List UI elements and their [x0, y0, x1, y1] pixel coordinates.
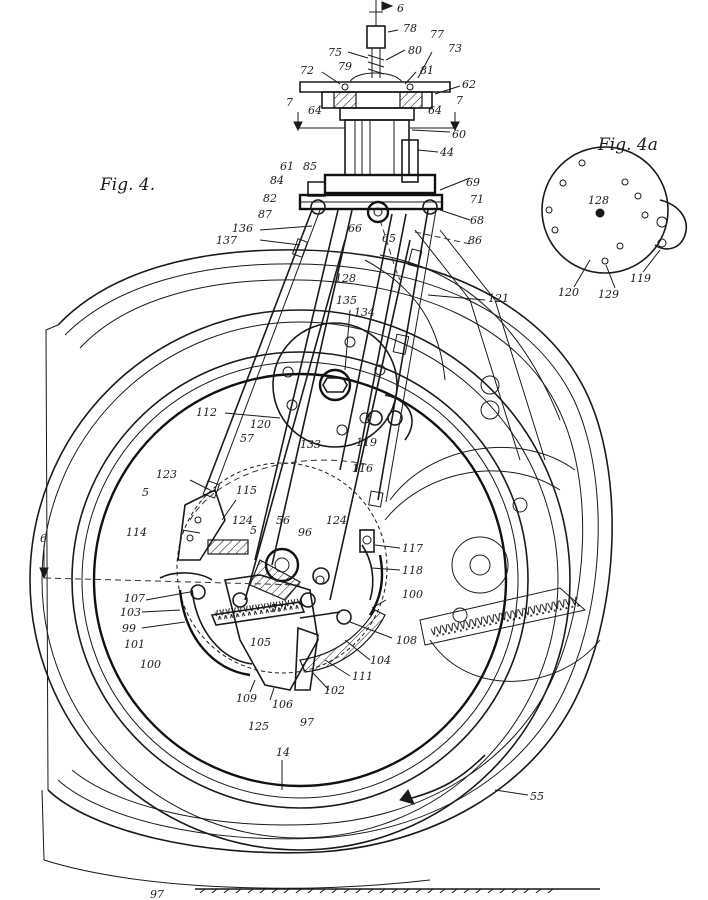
label-64-right: 64	[428, 104, 442, 117]
label-71: 71	[470, 193, 484, 206]
label-72: 72	[300, 64, 314, 77]
label-5-left: 5	[142, 486, 149, 499]
label-129: 129	[598, 288, 619, 301]
label-57: 57	[240, 432, 254, 445]
label-5-mid: 5	[250, 524, 257, 537]
label-125: 125	[248, 720, 269, 733]
label-62: 62	[462, 78, 476, 91]
label-75: 75	[328, 46, 342, 59]
label-101: 101	[124, 638, 145, 651]
label-100-left: 100	[140, 658, 161, 671]
label-106: 106	[272, 698, 293, 711]
label-6-left: 6	[40, 532, 47, 545]
wheel-rim	[30, 310, 570, 850]
label-121: 121	[488, 292, 509, 305]
label-133: 133	[300, 438, 321, 451]
label-115: 115	[236, 484, 257, 497]
section-line-6	[40, 0, 392, 585]
label-111: 111	[352, 670, 373, 683]
label-66: 66	[348, 222, 362, 235]
label-87: 87	[258, 208, 272, 221]
label-97: 97	[300, 716, 314, 729]
label-108: 108	[396, 634, 417, 647]
label-7-right: 7	[456, 94, 463, 107]
label-77: 77	[430, 28, 444, 41]
label-65: 65	[382, 232, 396, 245]
label-117: 117	[402, 542, 423, 555]
detail-disc	[542, 147, 686, 273]
label-78: 78	[403, 22, 417, 35]
label-68: 68	[470, 214, 484, 227]
label-60: 60	[452, 128, 466, 141]
label-7-left: 7	[286, 96, 293, 109]
label-99: 99	[122, 622, 136, 635]
label-137: 137	[216, 234, 237, 247]
label-134: 134	[354, 306, 375, 319]
label-86: 86	[468, 234, 482, 247]
label-128-main: 128	[335, 272, 356, 285]
label-64-left: 64	[308, 104, 322, 117]
label-109: 109	[236, 692, 257, 705]
tire	[42, 250, 612, 888]
label-119-main: 119	[356, 436, 377, 449]
label-124-right: 124	[326, 514, 347, 527]
label-79: 79	[338, 60, 352, 73]
label-73: 73	[448, 42, 462, 55]
ground-line	[195, 889, 600, 893]
label-118: 118	[402, 564, 423, 577]
fig-4-title: Fig. 4.	[99, 175, 155, 195]
label-97-bottom: 97	[150, 888, 164, 900]
reference-labels: Fig. 4. Fig. 4a 6 78 77 75 80 73 72 79 8…	[40, 2, 658, 900]
upper-disc	[273, 260, 445, 447]
rotation-arrow-icon	[400, 755, 485, 804]
label-69: 69	[466, 176, 480, 189]
label-116: 116	[352, 462, 373, 475]
label-80: 80	[408, 44, 422, 57]
label-96: 96	[298, 526, 312, 539]
label-123: 123	[156, 468, 177, 481]
label-102: 102	[324, 684, 345, 697]
label-120-main: 120	[250, 418, 271, 431]
label-107: 107	[124, 592, 145, 605]
label-112: 112	[196, 406, 217, 419]
label-120-detail: 120	[558, 286, 579, 299]
label-14: 14	[276, 746, 290, 759]
label-85: 85	[303, 160, 317, 173]
label-84: 84	[270, 174, 284, 187]
label-128-detail: 128	[588, 194, 609, 207]
label-81: 81	[420, 64, 434, 77]
label-55: 55	[530, 790, 544, 803]
label-103: 103	[120, 606, 141, 619]
label-61: 61	[280, 160, 294, 173]
label-56: 56	[276, 514, 290, 527]
label-57-prime: 57'	[270, 602, 287, 615]
label-44: 44	[439, 146, 454, 159]
label-104: 104	[370, 654, 391, 667]
fig-4a-title: Fig. 4a	[597, 135, 658, 155]
label-105: 105	[250, 636, 271, 649]
label-100-right: 100	[402, 588, 423, 601]
label-114: 114	[126, 526, 147, 539]
label-6-top: 6	[397, 2, 404, 15]
label-82: 82	[263, 192, 277, 205]
label-119-detail: 119	[630, 272, 651, 285]
